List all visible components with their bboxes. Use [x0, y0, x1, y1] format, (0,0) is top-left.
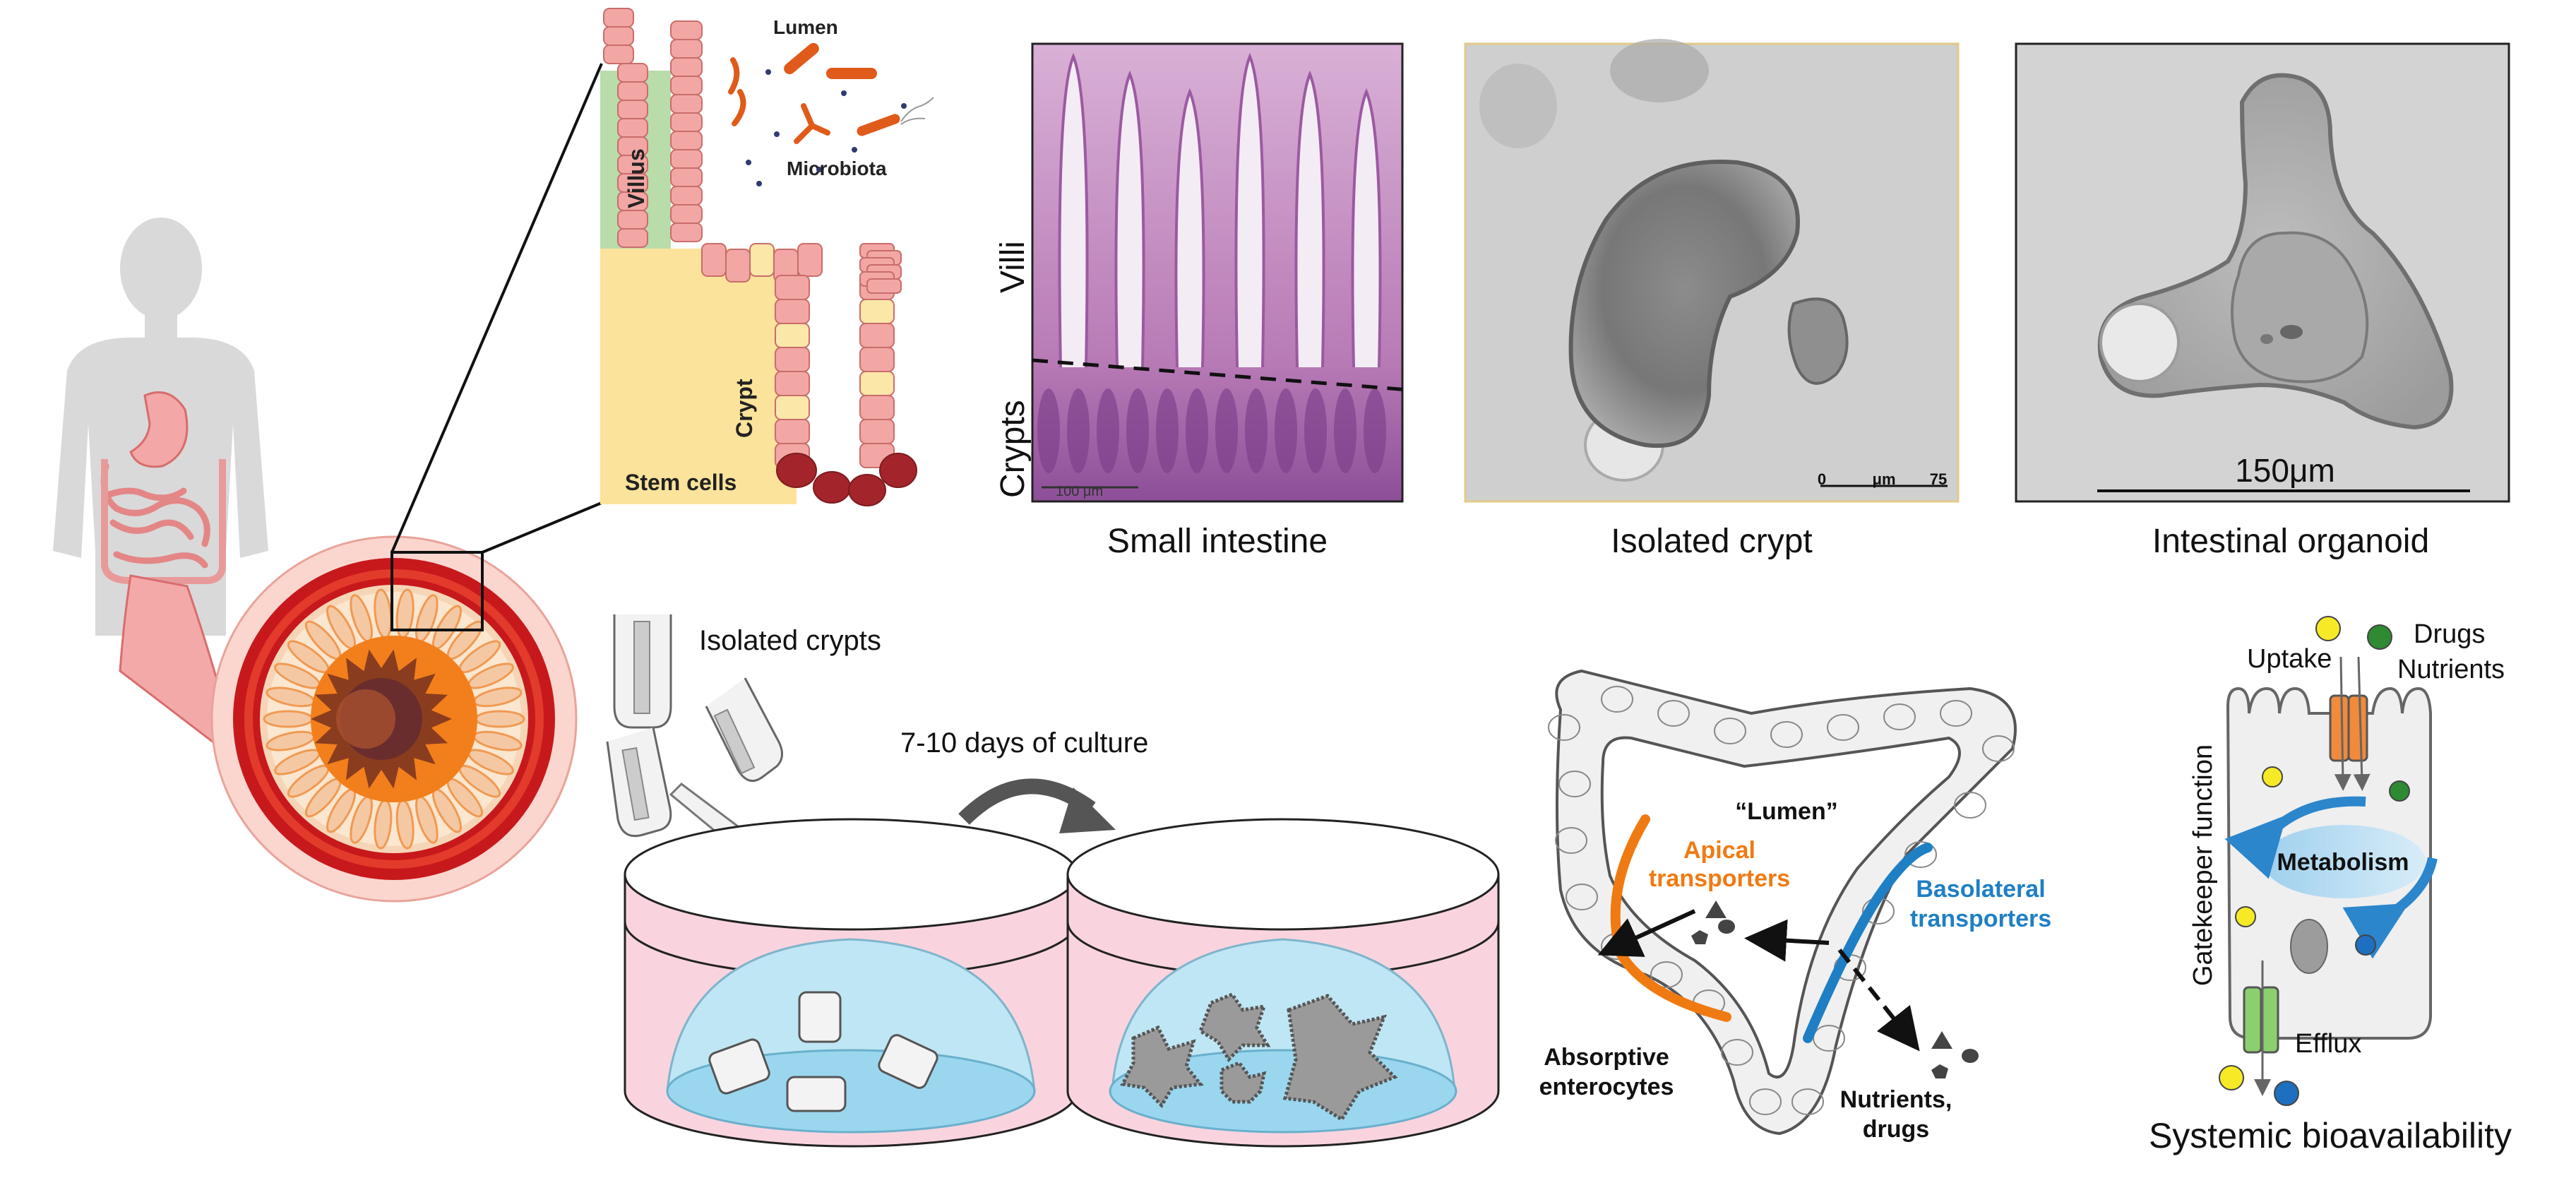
label-absorptive-2: enterocytes	[1539, 1074, 1674, 1100]
label-basolateral-1: Basolateral	[1916, 876, 2045, 903]
label-nutrients-drugs-2: drugs	[1863, 1116, 1929, 1143]
scale-crypt-0: 0	[1818, 470, 1826, 488]
culture-arrow-head	[1059, 787, 1116, 833]
culture-dish-crypts	[624, 818, 1078, 1148]
label-apical-1: Apical	[1683, 837, 1755, 864]
label-efflux: Efflux	[2295, 1029, 2361, 1059]
organoid-micrograph	[2015, 42, 2510, 503]
label-crypt: Crypt	[732, 379, 757, 438]
label-stem-cells: Stem cells	[625, 470, 737, 495]
caption-isolated-crypt: Isolated crypt	[1611, 523, 1812, 560]
label-uptake: Uptake	[2247, 644, 2332, 674]
label-metabolism: Metabolism	[2277, 849, 2409, 876]
label-lumen-quoted: “Lumen”	[1735, 798, 1837, 825]
label-lumen: Lumen	[773, 16, 838, 38]
scale-organoid: 150μm	[2235, 452, 2335, 489]
scale-crypt-unit: μm	[1872, 470, 1895, 488]
label-basolateral-2: transporters	[1910, 905, 2051, 932]
label-drugs: Drugs	[2414, 619, 2485, 649]
label-absorptive-1: Absorptive	[1544, 1044, 1669, 1071]
label-villi: Villi	[994, 241, 1032, 293]
isolated-crypts-drawing	[606, 614, 783, 838]
label-nutrients-drugs-1: Nutrients,	[1840, 1086, 1952, 1113]
caption-intestinal-organoid: Intestinal organoid	[2152, 523, 2429, 560]
label-nutrients: Nutrients	[2397, 655, 2505, 684]
gatekeeper-cell	[2219, 616, 2438, 1106]
isolated-crypt-micrograph	[1464, 39, 1960, 503]
zoom-box	[390, 551, 484, 631]
scale-histology: 100 μm	[1056, 484, 1103, 499]
intestine-cross-section	[210, 535, 578, 903]
scale-crypt-75: 75	[1930, 470, 1947, 488]
histology-image	[1031, 42, 1409, 503]
label-crypts: Crypts	[994, 400, 1032, 498]
label-villus: Villus	[624, 148, 649, 208]
zoom-line-top	[390, 63, 603, 553]
zoom-line-bottom	[482, 501, 602, 554]
label-systemic-bioavailability: Systemic bioavailability	[2149, 1116, 2512, 1155]
organoid-epithelium-schematic	[1548, 669, 2017, 1136]
human-silhouette	[53, 218, 268, 636]
caption-small-intestine: Small intestine	[1107, 523, 1328, 560]
label-gatekeeper-function: Gatekeeper function	[2188, 744, 2218, 986]
villus-crypt-schematic	[600, 8, 934, 506]
culture-dish-organoids	[1066, 818, 1500, 1148]
label-microbiota: Microbiota	[787, 157, 887, 179]
label-apical-2: transporters	[1649, 865, 1790, 892]
label-isolated-crypts: Isolated crypts	[699, 625, 881, 656]
label-culture-duration: 7-10 days of culture	[900, 727, 1148, 759]
